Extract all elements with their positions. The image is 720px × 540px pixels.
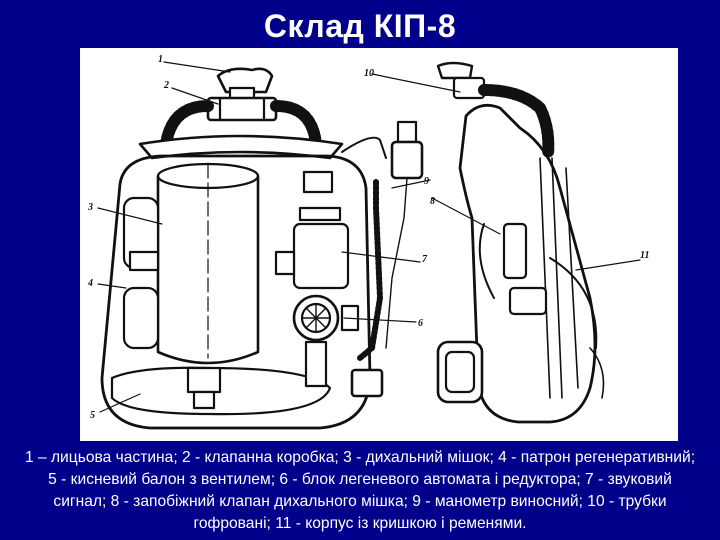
figure-caption: 1 – лицьова частина; 2 - клапанна коробк… [24, 449, 696, 532]
callout-9: 9 [424, 176, 429, 187]
callout-8: 8 [430, 196, 435, 207]
callout-4: 4 [87, 278, 93, 289]
side-view [436, 61, 605, 424]
callout-2: 2 [163, 80, 169, 91]
callout-1: 1 [158, 54, 163, 65]
front-view [100, 67, 424, 430]
apparatus-diagram: 1 2 3 4 5 6 7 8 9 10 11 [80, 48, 678, 441]
callout-11: 11 [640, 250, 649, 261]
callout-3: 3 [87, 202, 93, 213]
callout-leaders [97, 61, 641, 413]
callout-10: 10 [364, 68, 374, 79]
slide-title: Склад КІП-8 [263, 8, 457, 44]
callout-5: 5 [90, 410, 95, 421]
callout-7: 7 [422, 254, 428, 265]
callout-6: 6 [418, 318, 423, 329]
